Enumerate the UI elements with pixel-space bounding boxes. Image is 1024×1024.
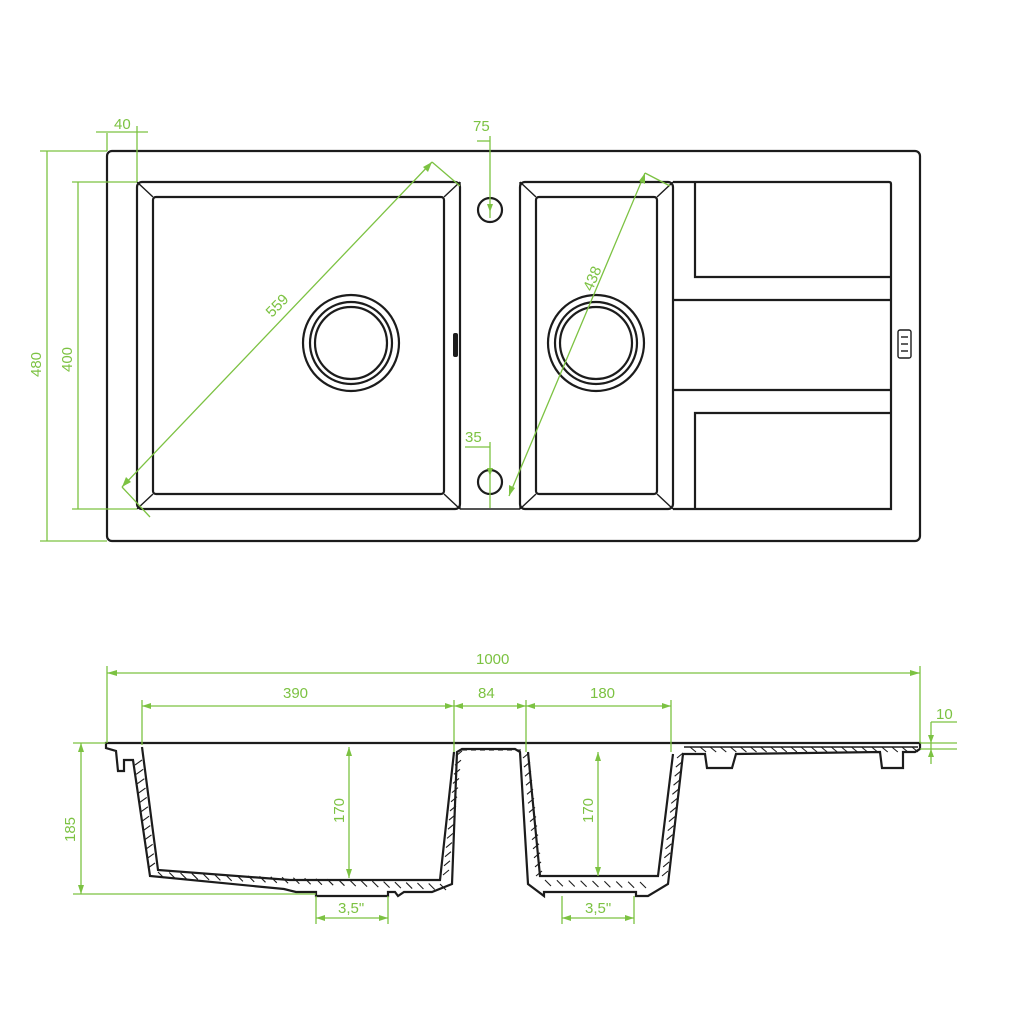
- dim-large-bowl-height: 170: [331, 798, 348, 823]
- waste-outlet-icon: [546, 293, 646, 393]
- plan-dimensions: 40 75 35 480 400: [28, 116, 671, 542]
- dim-overall-width: 1000: [476, 651, 509, 668]
- dim-overall-depth: 480: [28, 352, 45, 377]
- dim-rim-thickness: 10: [936, 706, 953, 723]
- sink-outer-rim: [105, 149, 922, 543]
- dim-small-bowl-width: 180: [590, 685, 615, 702]
- section-view: 1000 390 84 180 10: [62, 651, 957, 924]
- drainer-area: [673, 180, 912, 511]
- sink-section-profile: [104, 741, 922, 899]
- brand-logo-icon: [897, 329, 912, 359]
- dim-small-bowl-height: 170: [580, 798, 597, 823]
- section-dimensions: 1000 390 84 180 10: [62, 651, 957, 924]
- section-hatching: [134, 746, 919, 891]
- dim-large-bowl-width: 390: [283, 685, 308, 702]
- dim-divider-width: 84: [478, 685, 495, 702]
- dim-tap-hole: 75: [473, 118, 490, 135]
- dim-small-waste: 3,5": [585, 900, 611, 917]
- dim-overflow-hole: 35: [465, 429, 482, 446]
- dim-bowl-depth: 400: [59, 347, 76, 372]
- large-bowl: [135, 180, 462, 511]
- small-bowl: [518, 180, 675, 511]
- plan-view: 40 75 35 480 400: [28, 116, 922, 543]
- waste-outlet-icon: [301, 293, 401, 393]
- dim-rim-offset: 40: [114, 116, 131, 133]
- overflow-slot: [453, 333, 458, 357]
- dim-total-height: 185: [62, 817, 79, 842]
- dim-large-waste: 3,5": [338, 900, 364, 917]
- dim-large-bowl-diagonal: 559: [263, 291, 293, 321]
- dim-small-bowl-diagonal: 438: [580, 264, 605, 294]
